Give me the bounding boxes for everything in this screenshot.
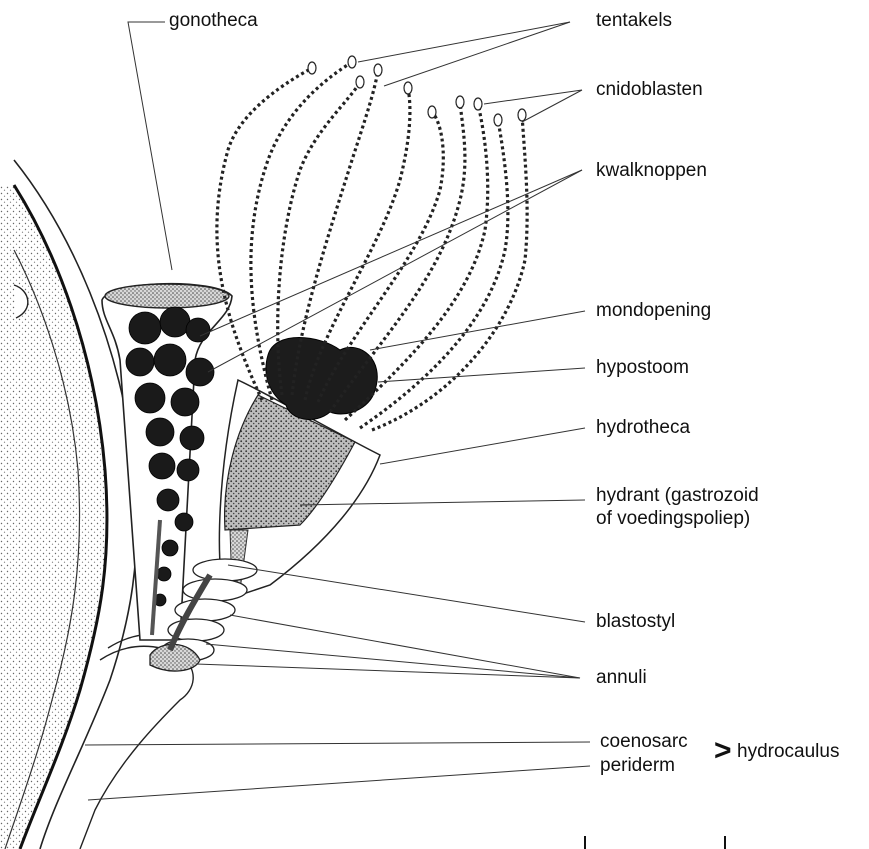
scale-marks: [585, 836, 725, 849]
leader-tentakels-1: [358, 22, 570, 62]
label-hydrocaulus: hydrocaulus: [737, 741, 839, 763]
leader-annuli-2: [206, 644, 580, 678]
label-gonotheca: gonotheca: [169, 10, 258, 32]
leader-kwalknoppen-1: [200, 170, 582, 336]
leader-periderm: [88, 766, 590, 800]
label-tentakels: tentakels: [596, 10, 672, 32]
label-cnidoblasten: cnidoblasten: [596, 79, 703, 101]
label-mondopening: mondopening: [596, 300, 711, 322]
tentacle-tips: [308, 56, 526, 126]
leader-coenosarc: [85, 742, 590, 745]
label-hydrotheca: hydrotheca: [596, 417, 690, 439]
leader-annuli-1: [230, 615, 580, 678]
leader-annuli-3: [196, 664, 580, 678]
leader-blastostyl: [228, 565, 585, 622]
leader-gonotheca: [128, 22, 172, 270]
label-hypostoom: hypostoom: [596, 357, 689, 379]
label-hydrant-line1: hydrant (gastrozoid: [596, 485, 759, 507]
leader-cnidoblasten-2: [522, 90, 582, 122]
label-periderm: periderm: [600, 755, 675, 777]
label-kwalknoppen: kwalknoppen: [596, 160, 707, 182]
leader-hydrotheca: [380, 428, 585, 464]
leader-hypostoom: [378, 368, 585, 382]
label-coenosarc: coenosarc: [600, 731, 688, 753]
group-symbol: >: [714, 736, 732, 766]
leader-kwalknoppen-2: [208, 170, 582, 372]
label-hydrant-line2: of voedingspoliep): [596, 508, 750, 530]
leader-tentakels-2: [384, 22, 570, 86]
label-blastostyl: blastostyl: [596, 611, 675, 633]
leader-cnidoblasten-1: [484, 90, 582, 104]
label-annuli: annuli: [596, 667, 647, 689]
stem: [0, 160, 137, 849]
